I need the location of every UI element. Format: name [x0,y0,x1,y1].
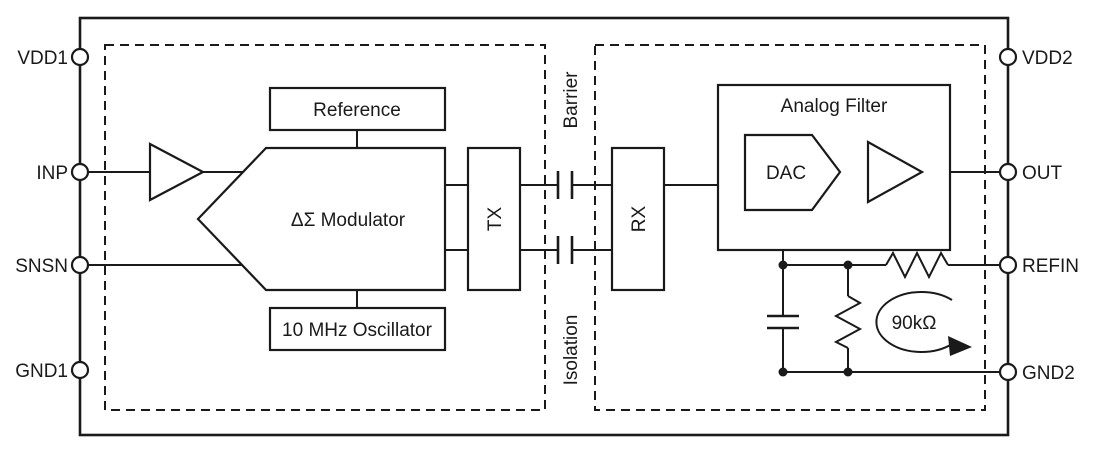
arrow-head [948,336,972,356]
isolation-label: Isolation [561,315,582,386]
reference-label: Reference [313,100,401,121]
pin-gnd1-terminal [70,360,90,380]
oscillator-block [268,306,447,352]
pin-gnd2-terminal [998,362,1018,382]
junction-dot [843,260,853,270]
junction-dot [778,367,788,377]
pin-inp-label: INP [36,163,68,184]
output-amplifier-symbol [866,140,925,204]
tx-label: TX [485,207,506,232]
pin-snsn-terminal [70,255,90,275]
pin-gnd1-label: GND1 [15,361,68,382]
low-side-region [594,44,986,411]
equivalent-resistance-arrow [875,291,972,356]
arrow-arc [875,291,953,353]
dac-label: DAC [766,163,806,184]
resistor-symbol-horizontal [885,250,949,280]
resistor-symbol-vertical [833,295,863,349]
rx-block [610,146,666,292]
filter-capacitor-symbol [767,314,799,330]
high-side-region [104,44,546,411]
reference-block [268,86,447,132]
oscillator-label: 10 MHz Oscillator [282,320,433,341]
pin-refin-terminal [998,255,1018,275]
pin-vdd2-label: VDD2 [1022,48,1073,69]
junction-dot [843,367,853,377]
pin-out-terminal [998,162,1018,182]
pin-out-label: OUT [1022,163,1063,184]
isolation-capacitor-symbol-top [556,171,574,199]
pin-vdd1-label: VDD1 [17,48,68,69]
pin-gnd2-label: GND2 [1022,363,1075,384]
modulator-block [196,146,447,292]
isolation-capacitor-symbol-bottom [556,236,574,264]
modulator-label: ΔΣ Modulator [291,210,406,231]
pin-labels: VDD1 INP SNSN GND1 VDD2 OUT REFIN GND2 [15,48,1079,384]
barrier-label: Barrier [561,71,582,129]
pin-vdd2-terminal [998,47,1018,67]
wires [88,130,1000,373]
pin-vdd1-terminal [70,47,90,67]
pin-refin-label: REFIN [1022,256,1079,277]
rx-label: RX [629,205,650,232]
analog-filter-label: Analog Filter [781,96,888,117]
dac-block [743,133,842,212]
resistance-annotation: 90kΩ [892,313,937,334]
pin-inp-terminal [70,162,90,182]
tx-block [466,146,522,292]
junction-dot [778,260,788,270]
pin-snsn-label: SNSN [15,256,68,277]
pin-terminals [70,47,1018,382]
input-amplifier-symbol [148,142,206,202]
